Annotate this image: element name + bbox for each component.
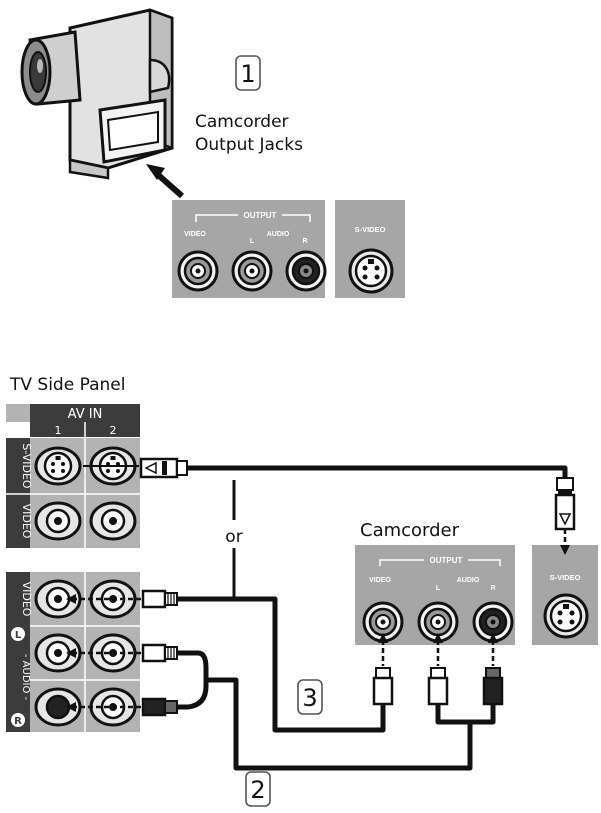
camcorder-illustration: [20, 8, 174, 180]
video-plug-cam: [372, 676, 394, 706]
output-label: OUTPUT: [244, 211, 277, 220]
l-label: L: [250, 238, 255, 245]
video-label: VIDEO: [184, 231, 206, 238]
tv-audio-label: - AUDIO -: [20, 654, 31, 701]
cam-s-video-jack: [543, 593, 589, 639]
tv-plugs: [66, 457, 188, 717]
tv-side-panel: AV IN 1 2 S-VIDEO VIDEO VIDEO L - AUDIO …: [6, 404, 140, 732]
camcorder-label: Camcorder: [360, 520, 460, 541]
r-label: R: [302, 238, 307, 245]
s-video-label: S-VIDEO: [355, 225, 386, 234]
camcorder-svideo-panel-top: S-VIDEO: [335, 200, 405, 298]
tv-s-video-jack-1: [34, 446, 82, 486]
video-jack: [177, 250, 219, 292]
tv-video-jack-1: [34, 501, 82, 541]
tv-s-video-label: S-VIDEO: [20, 443, 33, 488]
camcorder-output-jacks-label-line1: Camcorder: [195, 112, 289, 132]
video-cable: [178, 596, 386, 733]
camcorder-output-panel-bottom: OUTPUT VIDEO L AUDIO R: [355, 545, 515, 645]
tv-video-label-lower: VIDEO: [20, 582, 33, 617]
tv-video-jack-2: [89, 501, 137, 541]
camcorder-plugs: [372, 477, 576, 706]
cam-audio-label: AUDIO: [457, 577, 480, 584]
tv-side-panel-label: TV Side Panel: [9, 375, 125, 395]
audio-l-jack: [231, 250, 273, 292]
or-label: or: [225, 527, 242, 547]
s-video-jack: [348, 248, 394, 294]
l-badge: L: [15, 630, 22, 641]
step-2-number: 2: [250, 776, 265, 804]
camcorder-output-jacks-label-line2: Output Jacks: [195, 135, 303, 155]
camcorder-output-panel-top: OUTPUT VIDEO L AUDIO R: [172, 200, 327, 298]
cam-r-label: R: [490, 585, 495, 592]
audio-cable-main: [206, 677, 473, 771]
audio-r-plug-tv: [141, 697, 167, 717]
step-3-marker: 3: [297, 679, 323, 715]
audio-cable-split: [435, 705, 496, 725]
audio-l-plug-tv: [141, 643, 179, 663]
cam-s-video-label: S-VIDEO: [550, 573, 581, 582]
cam-l-label: L: [436, 585, 441, 592]
tv-video-label: VIDEO: [20, 504, 33, 539]
s-video-cable: [185, 465, 568, 478]
av-in-label: AV IN: [68, 407, 103, 422]
audio-cable-join: [178, 650, 209, 710]
step-2-marker: 2: [245, 771, 271, 807]
col-1-label: 1: [55, 424, 62, 437]
cables: [178, 465, 568, 771]
step-1-marker: 1: [235, 55, 261, 91]
camcorder-svideo-panel-bottom: S-VIDEO: [532, 545, 598, 645]
r-badge: R: [14, 716, 22, 727]
pointer-arrow-icon: [146, 164, 184, 199]
cam-output-label: OUTPUT: [430, 556, 463, 565]
audio-r-jack: [285, 250, 327, 292]
audio-l-plug-cam: [427, 676, 449, 706]
step-1-number: 1: [240, 60, 255, 88]
cam-video-label: VIDEO: [369, 577, 391, 584]
audio-label: AUDIO: [267, 231, 290, 238]
step-3-number: 3: [302, 684, 317, 712]
audio-r-plug-cam: [482, 676, 504, 706]
col-2-label: 2: [110, 424, 117, 437]
video-plug-tv: [141, 589, 179, 609]
